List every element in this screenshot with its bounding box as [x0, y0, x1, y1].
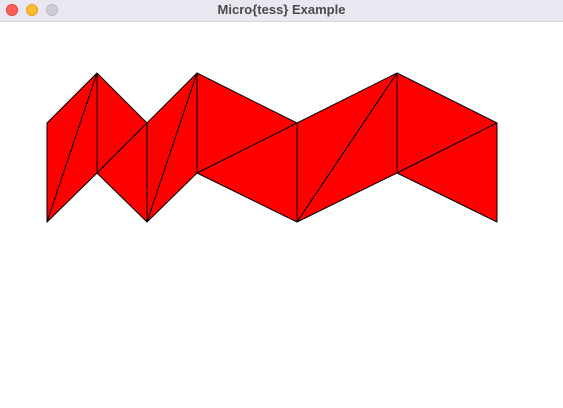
title-bar[interactable]: Micro{tess} Example	[0, 0, 563, 22]
mesh-triangle	[396, 122, 498, 223]
triangle-mesh	[46, 72, 498, 223]
minimize-window-button[interactable]	[26, 4, 38, 16]
close-window-button[interactable]	[6, 4, 18, 16]
tessellation-canvas	[46, 72, 498, 223]
window-title: Micro{tess} Example	[217, 2, 346, 17]
zoom-window-button[interactable]	[46, 4, 58, 16]
